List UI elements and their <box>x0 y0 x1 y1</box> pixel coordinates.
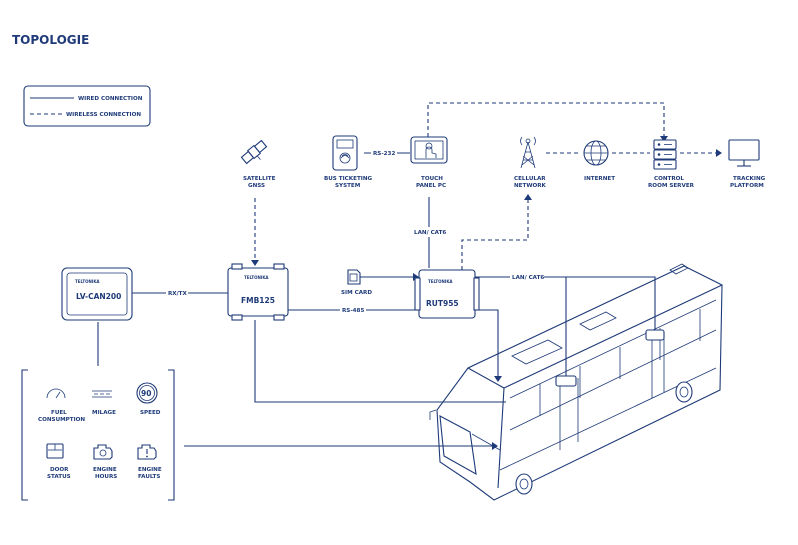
label-rs232: RS-232 <box>373 151 395 157</box>
tracking-label-2: PLATFORM <box>730 183 764 189</box>
monitor-icon <box>728 139 760 167</box>
control-room-node: CONTROL ROOM SERVER <box>648 139 695 189</box>
label-rxtx: RX/TX <box>168 291 187 297</box>
odometer-icon <box>92 390 112 398</box>
fuel-label-2: CONSUMPTION <box>38 417 85 423</box>
sensor-panel: FUEL CONSUMPTION MILAGE 90 SPEED <box>21 369 175 501</box>
engine-faults-sensor: ENGINE FAULTS <box>137 444 162 480</box>
speed-label: SPEED <box>140 410 161 416</box>
milage-sensor: MILAGE <box>92 390 116 416</box>
satellite-node: SATELLITE GNSS <box>240 139 276 189</box>
lvcan200-label: LV-CAN200 <box>76 292 121 301</box>
link-lan-bus <box>474 276 656 335</box>
link-panel-server <box>427 102 665 138</box>
globe-icon <box>583 140 609 166</box>
ticket-terminal-icon <box>332 135 358 171</box>
speed-icon: 90 <box>136 382 158 404</box>
touch-panel-label-1: TOUCH <box>421 176 443 182</box>
engine-fault-icon <box>137 444 157 460</box>
satellite-label-1: SATELLITE <box>243 176 276 182</box>
internet-node: INTERNET <box>583 140 615 182</box>
engine-faults-label-1: ENGINE <box>138 467 162 473</box>
rut955-device: TELTONIKA RUT955 <box>414 269 480 319</box>
cellular-label-2: NETWORK <box>514 183 547 189</box>
fuel-label-1: FUEL <box>51 410 67 416</box>
speed-sensor: 90 SPEED <box>136 382 161 416</box>
sim-card-node: SIM CARD <box>341 269 372 296</box>
bus-illustration <box>429 263 723 501</box>
door-label-2: STATUS <box>47 474 71 480</box>
lvcan200-device: TELTONIKA LV-CAN200 <box>61 267 133 321</box>
label-lan-bus: LAN/ CAT6 <box>512 275 544 281</box>
tracking-node: TRACKING PLATFORM <box>728 139 766 189</box>
gauge-icon <box>46 388 66 399</box>
touch-panel-node: TOUCH PANEL PC <box>410 136 448 189</box>
cellular-label-1: CELLULAR <box>514 176 546 182</box>
bus-ticketing-label-1: BUS TICKETING <box>324 176 373 182</box>
bus-ticketing-label-2: SYSTEM <box>335 183 361 189</box>
speed-value: 90 <box>141 389 151 398</box>
door-sensor: DOOR STATUS <box>46 443 71 480</box>
engine-hours-sensor: ENGINE HOURS <box>93 444 117 480</box>
label-lan-panel: LAN/ CAT6 <box>414 230 446 236</box>
cellular-node: CELLULAR NETWORK <box>514 136 547 189</box>
link-rut-cellular <box>461 198 529 270</box>
engine-hours-label-2: HOURS <box>95 474 117 480</box>
satellite-icon <box>240 139 268 165</box>
fmb125-device: TELTONIKA FMB125 <box>227 263 289 321</box>
control-room-label-2: ROOM SERVER <box>648 183 695 189</box>
lvcan200-brand: TELTONIKA <box>75 279 100 284</box>
page-title: TOPOLOGIE <box>12 33 89 47</box>
satellite-label-2: GNSS <box>248 183 265 189</box>
fmb125-brand: TELTONIKA <box>244 275 269 280</box>
label-rs485: RS-485 <box>342 308 364 314</box>
door-label-1: DOOR <box>50 467 69 473</box>
bus-ticketing-node: BUS TICKETING SYSTEM <box>324 135 373 189</box>
door-icon <box>46 443 64 459</box>
server-icon <box>653 139 677 170</box>
fuel-sensor: FUEL CONSUMPTION <box>38 388 85 423</box>
rut955-label: RUT955 <box>426 299 459 308</box>
touch-panel-label-2: PANEL PC <box>416 183 446 189</box>
control-room-label-1: CONTROL <box>654 176 684 182</box>
engine-hours-label-1: ENGINE <box>93 467 117 473</box>
sim-card-label: SIM CARD <box>341 290 372 296</box>
legend-wireless-label: WIRELESS CONNECTION <box>66 112 141 118</box>
internet-label: INTERNET <box>584 176 615 182</box>
rut955-brand: TELTONIKA <box>428 279 453 284</box>
tracking-label-1: TRACKING <box>733 176 766 182</box>
touch-panel-icon <box>410 136 448 164</box>
link-fmb-bus <box>254 320 506 403</box>
fmb125-label: FMB125 <box>241 296 275 305</box>
cell-tower-icon <box>520 136 536 169</box>
link-rut-bus <box>474 309 499 378</box>
legend-wired-label: WIRED CONNECTION <box>78 96 143 102</box>
engine-icon <box>93 444 113 460</box>
milage-label: MILAGE <box>92 410 116 416</box>
legend: WIRED CONNECTION WIRELESS CONNECTION <box>23 85 151 127</box>
engine-faults-label-2: FAULTS <box>138 474 160 480</box>
sim-card-icon <box>347 269 361 285</box>
